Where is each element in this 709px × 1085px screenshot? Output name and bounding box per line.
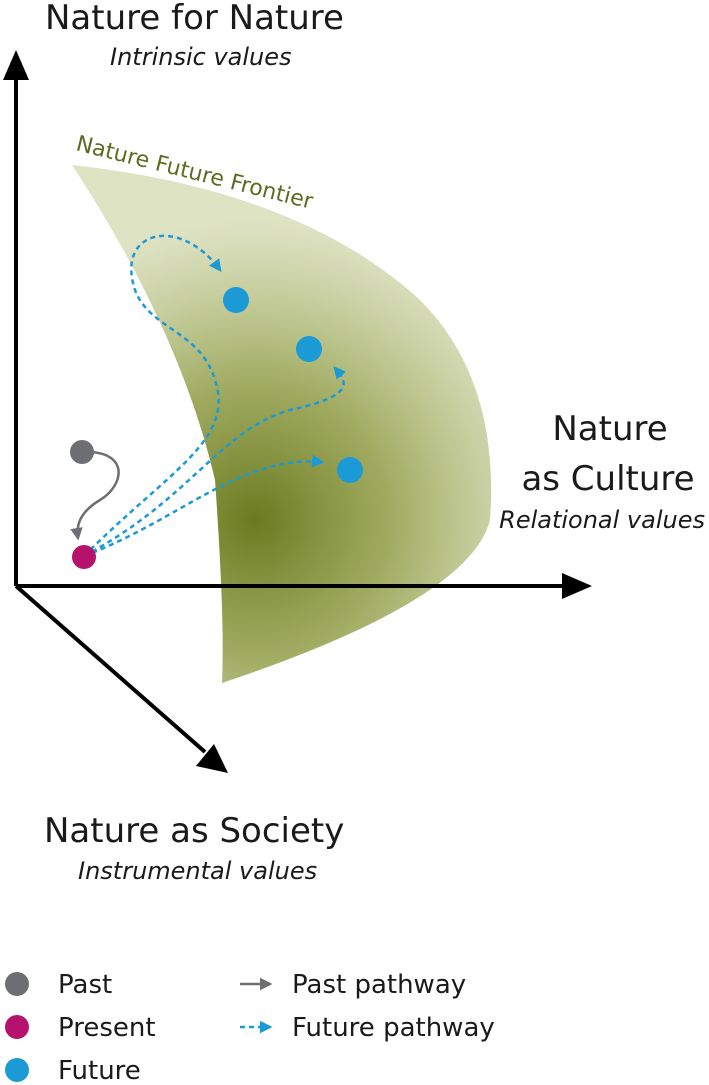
horizontal-axis-title-line1: Nature (552, 409, 667, 449)
horizontal-axis-subtitle: Relational values (499, 506, 705, 534)
future-pathways (83, 234, 347, 558)
nature-future-frontier-surface (72, 165, 492, 683)
legend: Past Present Future Past pathway Future … (5, 970, 495, 1085)
future-point-1 (223, 287, 249, 313)
past-point (70, 440, 94, 464)
future-pathway-1 (83, 234, 222, 557)
legend-future-label: Future (58, 1056, 141, 1085)
vertical-axis-subtitle: Intrinsic values (110, 43, 292, 71)
future-point-2 (296, 336, 322, 362)
present-point (72, 545, 96, 569)
diagonal-axis-line (14, 584, 207, 754)
legend-future-swatch (5, 1058, 29, 1082)
diagonal-axis-title: Nature as Society (44, 811, 344, 851)
legend-past-swatch (5, 972, 29, 996)
horizontal-axis-title-line2: as Culture (521, 459, 694, 499)
vertical-axis-title: Nature for Nature (45, 0, 344, 38)
diagonal-axis-subtitle: Instrumental values (78, 857, 317, 885)
legend-past-pathway-label: Past pathway (292, 970, 466, 1000)
future-pathway-3 (83, 454, 325, 558)
horizontal-axis-arrowhead (562, 573, 592, 599)
legend-past-label: Past (58, 970, 112, 1000)
axes (3, 50, 592, 773)
future-point-3 (337, 457, 363, 483)
vertical-axis-arrowhead (3, 50, 29, 80)
legend-future-pathway-label: Future pathway (292, 1013, 495, 1043)
past-pathway (70, 450, 120, 541)
future-pathway-2 (83, 366, 347, 558)
legend-present-swatch (5, 1015, 29, 1039)
legend-present-label: Present (58, 1013, 156, 1043)
diagonal-axis-arrowhead (196, 744, 228, 773)
